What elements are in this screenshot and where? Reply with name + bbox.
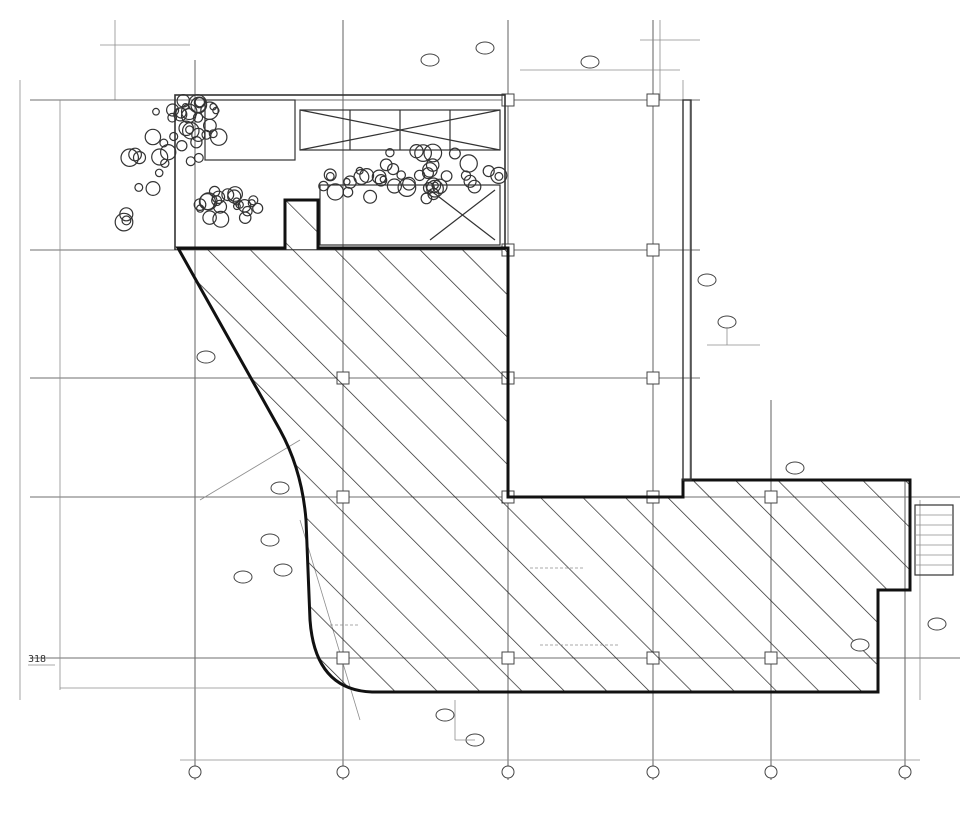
scribble-mark — [409, 143, 424, 159]
scribble-mark — [235, 200, 244, 209]
scribble-mark — [195, 204, 205, 213]
scribble-mark — [120, 148, 139, 167]
scribble-mark — [128, 147, 143, 162]
existing-structure-cluster — [114, 94, 508, 250]
scribble-mark — [353, 169, 370, 186]
scribble-mark — [247, 199, 256, 208]
scribble-mark — [193, 198, 207, 212]
scribble-mark — [212, 210, 230, 228]
callout-lines — [330, 567, 620, 646]
scribble-mark — [494, 171, 504, 181]
scribble-mark — [193, 96, 206, 109]
scribble-mark — [154, 168, 164, 178]
scribble-mark — [482, 165, 495, 178]
scribble-mark — [326, 183, 344, 201]
scribble-mark — [152, 107, 160, 116]
scribble-mark — [227, 189, 242, 204]
scribble-mark — [397, 178, 417, 198]
scribble-mark — [325, 171, 335, 181]
scribble-mark — [379, 158, 393, 172]
level-marker: 318 — [28, 654, 55, 666]
scribble-mark — [173, 107, 188, 122]
scribble-mark — [182, 121, 200, 140]
scribble-mark — [121, 215, 132, 226]
scribble-mark — [425, 177, 442, 194]
scribble-mark — [440, 170, 453, 183]
scribble-mark — [371, 169, 387, 185]
scribble-mark — [355, 166, 364, 175]
scribble-mark — [385, 147, 395, 158]
annotation-bubbles — [196, 41, 947, 747]
scribble-mark — [386, 178, 402, 194]
scribble-mark — [159, 143, 177, 161]
scribble-mark — [432, 178, 448, 194]
scribble-mark — [200, 101, 219, 120]
scribble-mark — [221, 188, 235, 202]
scribble-mark — [193, 152, 204, 163]
scribble-mark — [427, 188, 440, 201]
scribble-mark — [180, 103, 198, 121]
scribble-mark — [342, 177, 351, 186]
scribble-mark — [132, 151, 147, 165]
scribble-mark — [191, 127, 206, 142]
scribble-mark — [166, 103, 180, 117]
scribble-mark — [208, 129, 218, 139]
scribble-mark — [363, 189, 378, 204]
scribble-mark — [252, 202, 264, 214]
scribble-mark — [238, 211, 252, 224]
scribble-mark — [448, 147, 461, 160]
scribble-mark — [181, 102, 190, 111]
scribble-mark — [342, 186, 354, 198]
scribble-mark — [176, 139, 188, 152]
scribble-mark — [413, 169, 426, 182]
scribble-mark — [414, 144, 433, 163]
scribble-mark — [359, 168, 375, 184]
scribble-mark — [323, 168, 337, 182]
scribble-mark — [423, 143, 443, 163]
scribble-mark — [167, 112, 178, 123]
scribble-mark — [422, 162, 438, 178]
scribble-mark — [134, 182, 144, 192]
scribble-mark — [169, 131, 179, 142]
scribble-mark — [248, 195, 259, 206]
scribble-mark — [463, 174, 477, 188]
scribble-mark — [318, 180, 329, 192]
scribble-mark — [159, 138, 169, 148]
scribble-mark — [201, 129, 212, 140]
scribble-mark — [459, 154, 478, 173]
scribble-mark — [199, 192, 218, 211]
scribble-mark — [422, 167, 435, 180]
scribble-mark — [145, 181, 161, 197]
stair-detail — [914, 504, 954, 576]
scribble-mark — [467, 179, 482, 194]
axis-bubbles-bottom — [188, 765, 912, 779]
scribble-mark — [144, 128, 162, 146]
level-marker-label: 318 — [28, 654, 46, 665]
hatched-floor-area — [175, 99, 912, 694]
scribble-mark — [151, 148, 169, 166]
scribble-mark — [490, 166, 508, 184]
scribble-mark — [178, 120, 194, 137]
scribble-mark — [420, 192, 433, 205]
scribble-mark — [211, 190, 226, 204]
scribble-mark — [396, 170, 406, 180]
scribble-mark — [202, 210, 217, 225]
scribble-mark — [185, 156, 196, 167]
scribble-mark — [209, 102, 218, 111]
scribble-mark — [387, 163, 400, 176]
scribble-mark — [114, 212, 134, 232]
